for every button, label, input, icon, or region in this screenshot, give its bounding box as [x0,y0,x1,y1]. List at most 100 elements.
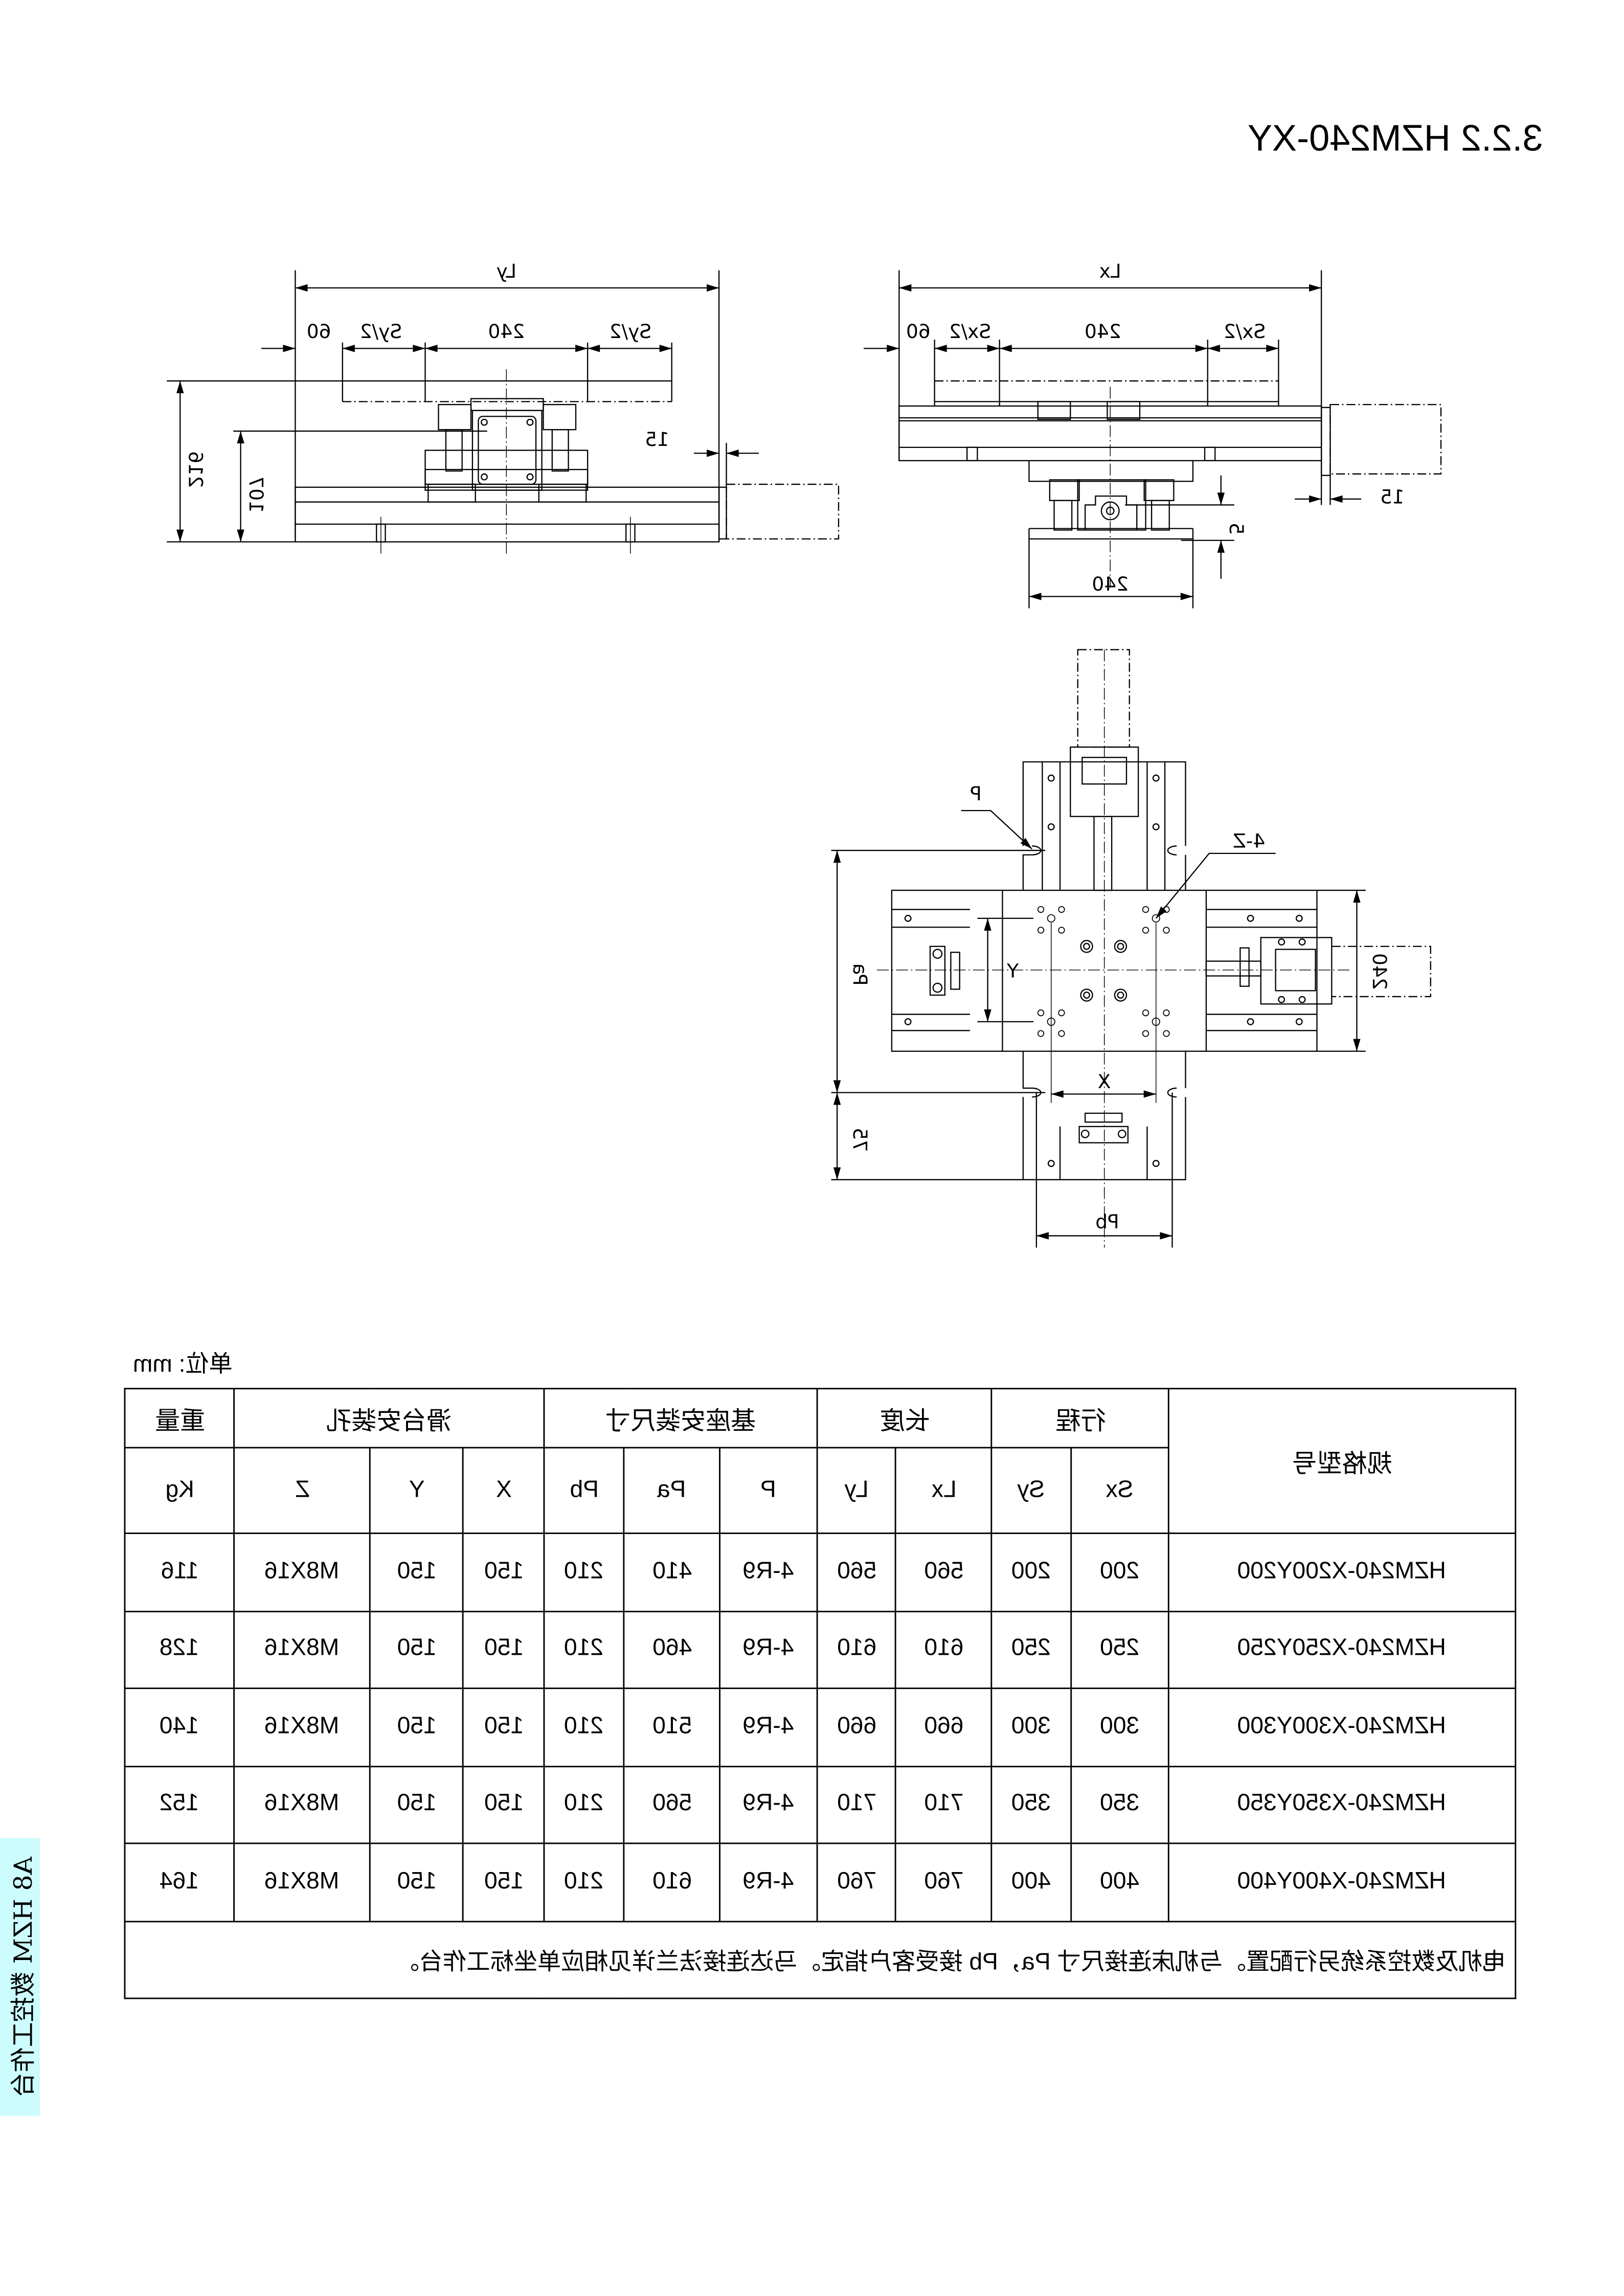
dim-240-front: 240 [1085,320,1121,343]
cell-sx: 400 [1070,1842,1169,1922]
table-note-row: 电机及数控系统另行配置。与机床连接尺寸 Pa，Pb 接受客户指定。马达连接法兰详… [124,1920,1517,1998]
table-note: 电机及数控系统另行配置。与机床连接尺寸 Pa，Pb 接受客户指定。马达连接法兰详… [124,1920,1517,1998]
side-tab: A8 HZM 数控工作台 [0,1838,40,2116]
cell-lx: 660 [894,1687,993,1767]
cell-pa: 410 [623,1533,721,1612]
dim-240-base: 240 [1092,573,1129,595]
dim-x: X [1098,1070,1111,1093]
cell-pb: 210 [543,1610,625,1690]
header-row-groups: 重量 滑台安装孔 基座安装尺寸 长度 行程 规格型号 [124,1388,1517,1534]
cell-x: 150 [462,1842,545,1922]
cell-ly: 660 [816,1687,896,1767]
cell-z: M8X16 [233,1687,371,1767]
dim-60-side: 60 [307,320,331,343]
front-view [864,270,1442,609]
cell-z: M8X16 [233,1610,371,1690]
dim-sx2-left: Sx/2 [949,320,991,343]
cell-x: 150 [462,1765,545,1844]
cell-sx: 200 [1070,1533,1169,1612]
cell-kg: 128 [124,1610,235,1690]
header-stroke: 行程 [990,1388,1169,1449]
cell-z: M8X16 [233,1842,371,1922]
cell-p: 4-R9 [719,1533,818,1612]
cell-kg: 164 [124,1842,235,1922]
label-p: P [970,782,982,805]
cell-lx: 610 [894,1610,993,1690]
side-tab-text: A8 HZM 数控工作台 [9,1856,39,2098]
cell-pb: 210 [543,1533,625,1612]
column-header-pb: Pb [543,1447,625,1534]
column-header-sx: Sx [1070,1447,1169,1534]
dim-sy2-right: Sy/2 [610,320,652,343]
dim-lx: Lx [1099,260,1121,282]
column-header-kg: Kg [124,1447,235,1534]
cell-sy: 350 [990,1765,1072,1844]
cell-sx: 350 [1070,1765,1169,1844]
dim-240-side: 240 [488,320,525,343]
cell-sy: 200 [990,1533,1072,1612]
units-label-text: 单位: mm [132,1352,233,1378]
dim-107: 107 [245,476,267,513]
column-header-sy: Sy [990,1447,1072,1534]
cell-p: 4-R9 [719,1765,818,1844]
cell-z: M8X16 [233,1533,371,1612]
cell-p: 4-R9 [719,1842,818,1922]
column-header-ly: Ly [816,1447,896,1534]
cell-model: HZM240-X250Y250 [1167,1610,1517,1690]
cell-z: M8X16 [233,1765,371,1844]
dim-ly: Ly [497,260,517,282]
dim-5: 5 [1225,523,1248,535]
cell-sy: 400 [990,1842,1072,1922]
cell-sx: 250 [1070,1610,1169,1690]
cell-pa: 510 [623,1687,721,1767]
cell-y: 150 [369,1765,464,1844]
dim-240-top: 240 [1368,953,1391,990]
cell-model: HZM240-X200Y200 [1167,1533,1517,1612]
cell-kg: 152 [124,1765,235,1844]
cell-ly: 760 [816,1842,896,1922]
cell-model: HZM240-X350Y350 [1167,1765,1517,1844]
cell-kg: 116 [124,1533,235,1612]
header-weight: 重量 [124,1388,235,1449]
column-header-lx: Lx [894,1447,993,1534]
column-header-x: X [462,1447,545,1534]
dim-75: 75 [849,1128,871,1152]
column-header-p: P [719,1447,818,1534]
units-label: 单位: mm [133,1343,233,1379]
cell-lx: 710 [894,1765,993,1844]
cell-pb: 210 [543,1765,625,1844]
cell-x: 150 [462,1610,545,1690]
cell-x: 150 [462,1533,545,1612]
cell-y: 150 [369,1533,464,1612]
cell-y: 150 [369,1842,464,1922]
cell-ly: 710 [816,1765,896,1844]
cell-y: 150 [369,1610,464,1690]
cell-sx: 300 [1070,1687,1169,1767]
dim-sy2-left: Sy/2 [360,320,402,343]
column-header-y: Y [369,1447,464,1534]
dim-sx2-right: Sx/2 [1224,320,1266,343]
dim-15-side: 15 [645,428,669,451]
cell-pb: 210 [543,1842,625,1922]
header-length: 长度 [816,1388,993,1449]
dim-15-front: 15 [1380,486,1405,508]
cell-pb: 210 [543,1687,625,1767]
column-header-z: Z [233,1447,371,1534]
column-header-pa: Pa [623,1447,721,1534]
cell-model: HZM240-X300Y300 [1167,1687,1517,1767]
cell-model: HZM240-X400Y400 [1167,1842,1517,1922]
cell-lx: 760 [894,1842,993,1922]
side-view [167,270,840,554]
dim-y: Y [1007,959,1019,982]
cell-pa: 610 [623,1842,721,1922]
label-4z: 4-Z [1233,829,1265,852]
cell-x: 150 [462,1687,545,1767]
cell-sy: 300 [990,1687,1072,1767]
